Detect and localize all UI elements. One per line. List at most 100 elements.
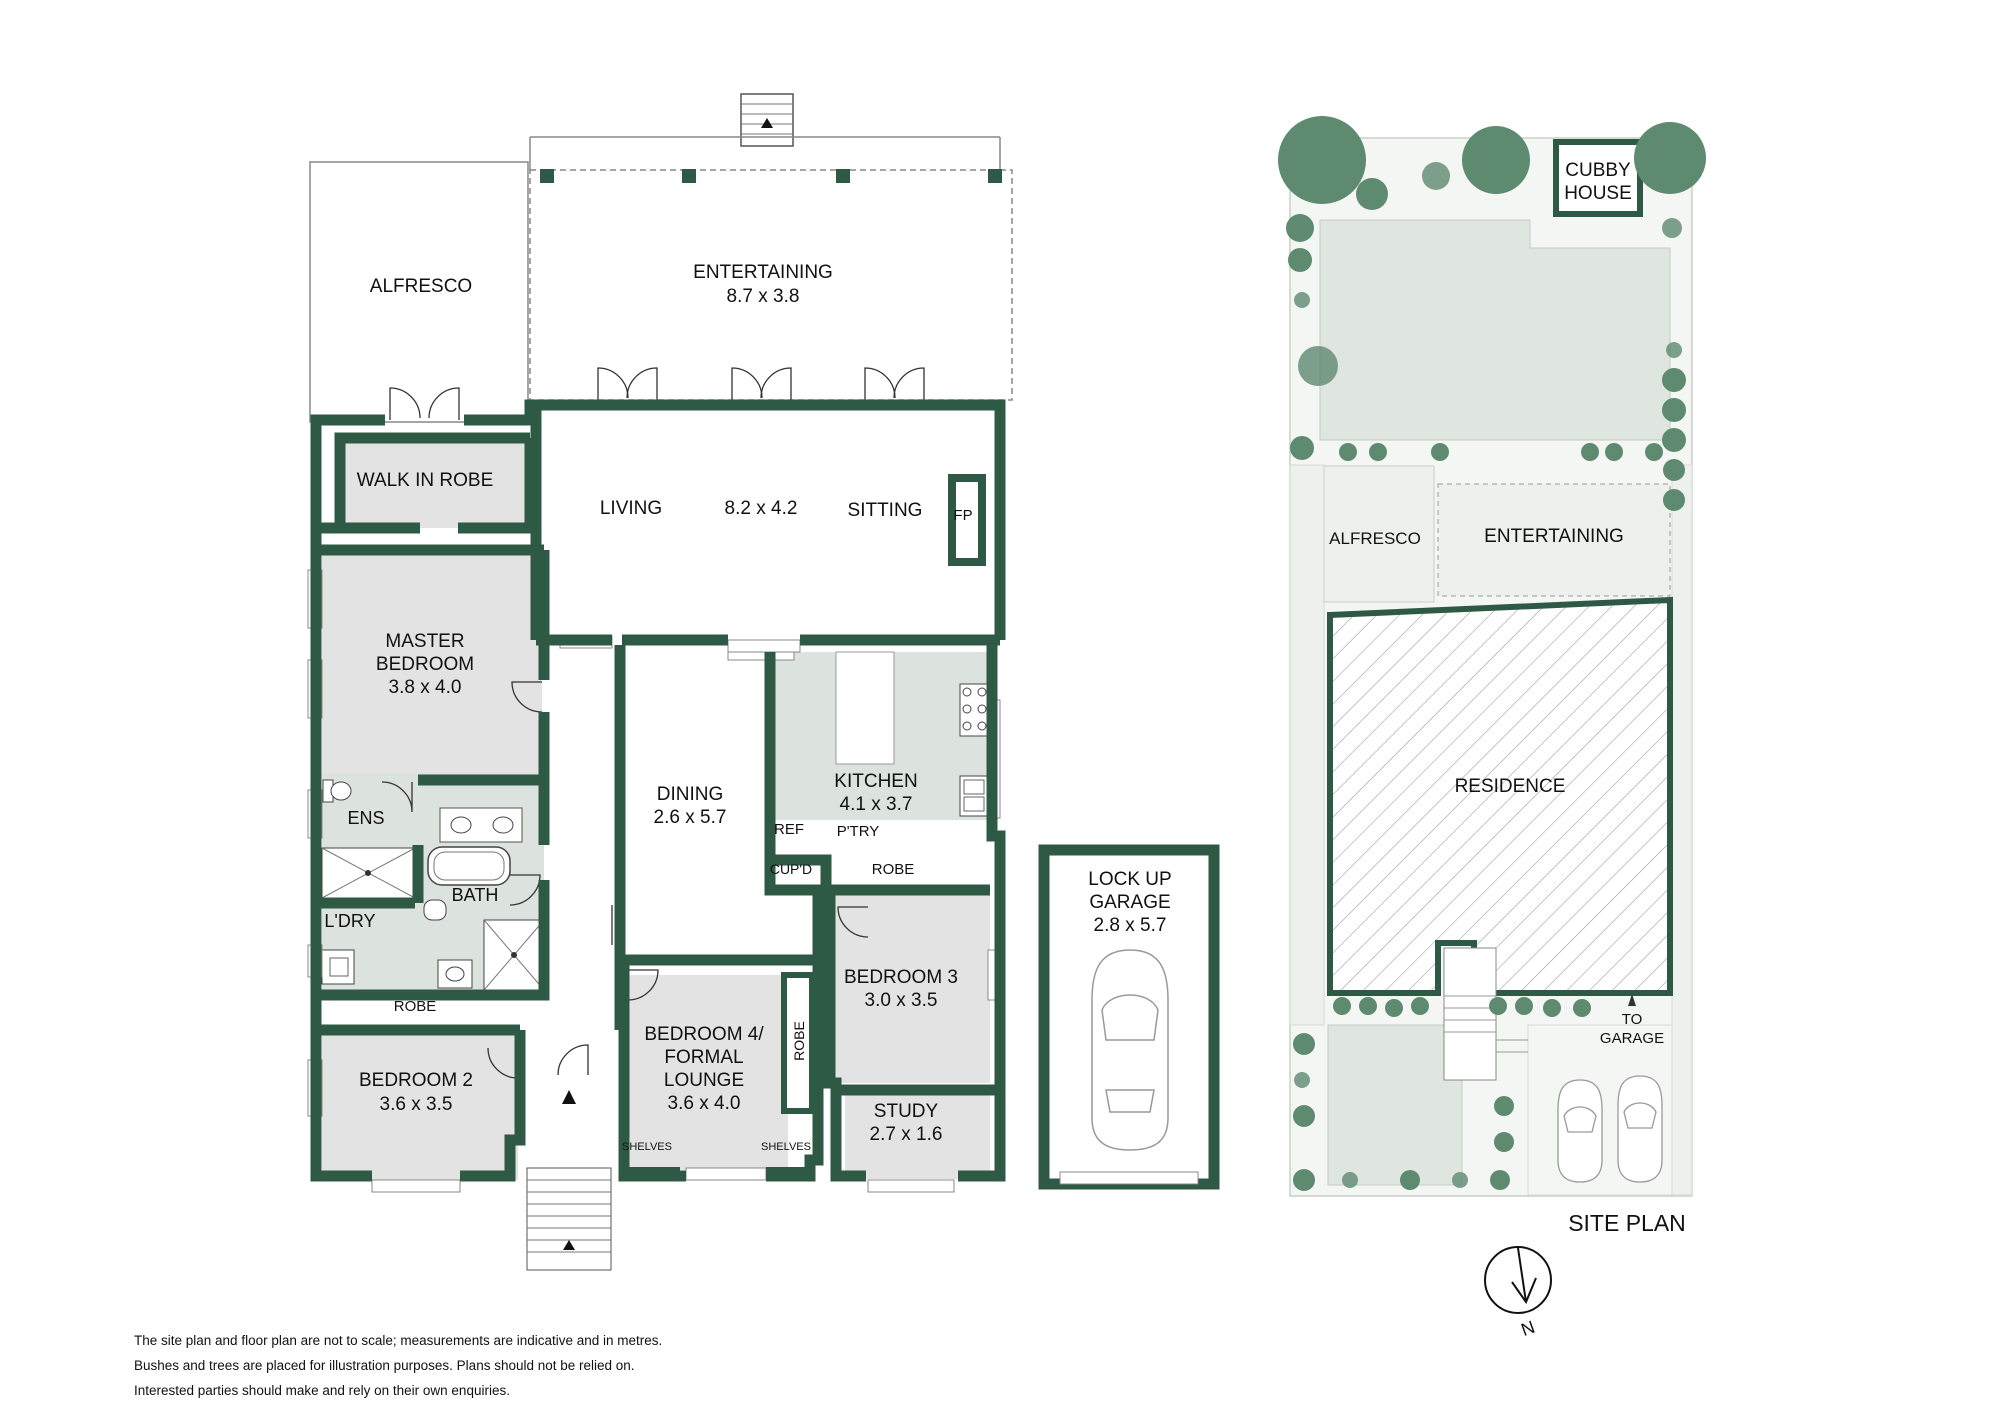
disclaimer-line-3: Interested parties should make and rely …	[134, 1383, 510, 1398]
leaf-plant-icon	[1298, 346, 1338, 386]
study-size: 2.7 x 1.6	[870, 1124, 943, 1145]
master-bedroom-label-2: BEDROOM	[376, 654, 474, 675]
shrub-icon	[1494, 1132, 1514, 1152]
top-steps	[740, 93, 794, 147]
walls	[310, 399, 1006, 1182]
shrub-icon	[1339, 443, 1357, 461]
shrub-icon	[1515, 997, 1533, 1015]
walk-in-robe-label: WALK IN ROBE	[357, 470, 494, 491]
shrub-icon	[1385, 999, 1403, 1017]
north-arrow-icon	[1484, 1246, 1552, 1314]
leaf-plant-icon	[1294, 1072, 1310, 1088]
kitchen-island	[835, 651, 895, 765]
site-plan: CUBBY HOUSE ALFRESCO ENTERTAINING RESIDE…	[1278, 116, 1706, 1340]
driveway-car-left	[1557, 1079, 1603, 1183]
driveway-car-right	[1617, 1075, 1663, 1183]
cubby-house	[1553, 139, 1643, 217]
shrub-icon	[1286, 214, 1314, 242]
bedroom-4-label-1: BEDROOM 4/	[644, 1024, 764, 1045]
shrub-icon	[1359, 997, 1377, 1015]
alfresco-label: ALFRESCO	[370, 276, 472, 297]
bedroom-3-size: 3.0 x 3.5	[865, 990, 938, 1011]
ensuite-vanity	[439, 807, 523, 843]
shrub-icon	[1490, 1170, 1510, 1190]
robe-bed2-label: ROBE	[394, 998, 437, 1015]
dining-label: DINING	[657, 784, 724, 805]
site-entertaining-label: ENTERTAINING	[1484, 526, 1624, 547]
dining-size: 2.6 x 5.7	[654, 807, 727, 828]
robe-bed4-label: ROBE	[791, 1021, 807, 1061]
residence-label: RESIDENCE	[1455, 776, 1566, 797]
shrub-icon	[1663, 459, 1685, 481]
floor-plan: ALFRESCO ENTERTAINING 8.7 x 3.8 WALK IN …	[307, 93, 1013, 1271]
bedroom-4-label-3: LOUNGE	[664, 1070, 744, 1091]
pantry-label: P'TRY	[837, 823, 880, 840]
shrub-icon	[1369, 443, 1387, 461]
side-path-left	[1289, 464, 1325, 1026]
shrub-icon	[1411, 997, 1429, 1015]
disclaimer-line-2: Bushes and trees are placed for illustra…	[134, 1358, 635, 1373]
tree-icon	[1462, 126, 1530, 194]
fireplace	[948, 474, 986, 566]
shrub-icon	[1290, 436, 1314, 460]
shrub-icon	[1543, 999, 1561, 1017]
shrub-icon	[1662, 368, 1686, 392]
study-label: STUDY	[874, 1101, 939, 1122]
kitchen-size: 4.1 x 3.7	[840, 794, 913, 815]
leaf-plant-icon	[1342, 1172, 1358, 1188]
shrub-icon	[1333, 997, 1351, 1015]
cubby-label-2: HOUSE	[1564, 183, 1632, 204]
shelves-right-label: SHELVES	[761, 1141, 811, 1153]
tree-icon	[1356, 178, 1388, 210]
entertaining-posts	[540, 169, 1002, 183]
bedroom-3-area	[830, 893, 990, 1083]
tree-icon	[1278, 116, 1366, 204]
site-alfresco-area	[1323, 465, 1435, 603]
shrub-icon	[1645, 443, 1663, 461]
disclaimer: The site plan and floor plan are not to …	[134, 1328, 662, 1403]
alfresco-area	[309, 161, 529, 423]
shrub-icon	[1494, 1096, 1514, 1116]
master-bedroom-label-1: MASTER	[385, 631, 464, 652]
study-area	[845, 1093, 990, 1179]
bedroom-4-area	[628, 975, 788, 1170]
disclaimer-line-1: The site plan and floor plan are not to …	[134, 1333, 663, 1348]
walk-in-robe-area	[340, 438, 528, 528]
shrub-icon	[1573, 999, 1591, 1017]
laundry-tub	[321, 949, 355, 985]
fireplace-label: FP	[953, 507, 972, 524]
master-bedroom-area	[322, 553, 542, 773]
leaf-plant-icon	[1422, 162, 1450, 190]
shrub-icon	[1662, 398, 1686, 422]
site-entertaining-area	[1437, 483, 1671, 597]
garage-size: 2.8 x 5.7	[1094, 915, 1167, 936]
bedroom-4-size: 3.6 x 4.0	[668, 1093, 741, 1114]
shrub-icon	[1605, 443, 1623, 461]
toilet-bath	[423, 899, 447, 921]
bed4-robe-wall	[628, 972, 815, 1173]
bath-shower	[483, 919, 545, 991]
tree-icon	[1634, 122, 1706, 194]
shrub-icon	[1293, 1105, 1315, 1127]
shrub-icon	[1288, 248, 1312, 272]
robe-bed3-label: ROBE	[872, 861, 915, 878]
shrub-icon	[1293, 1169, 1315, 1191]
ensuite-shower	[321, 847, 416, 899]
leaf-plant-icon	[1452, 1172, 1468, 1188]
bedroom-4-label-2: FORMAL	[664, 1047, 743, 1068]
bath-label: BATH	[452, 885, 499, 905]
shrub-icon	[1581, 443, 1599, 461]
car-icon	[1091, 949, 1169, 1151]
entertaining-label: ENTERTAINING	[693, 262, 833, 283]
shrub-icon	[1400, 1170, 1420, 1190]
leaf-plant-icon	[1294, 292, 1310, 308]
sitting-label: SITTING	[848, 500, 923, 521]
site-front-steps	[1443, 947, 1528, 1081]
shrub-icon	[1662, 428, 1686, 452]
backyard-lawn	[1319, 219, 1671, 441]
lock-up-garage: LOCK UP GARAGE 2.8 x 5.7	[1038, 844, 1220, 1190]
front-steps	[526, 1090, 612, 1271]
north-label: N	[1518, 1317, 1537, 1340]
cooktop	[959, 683, 991, 737]
